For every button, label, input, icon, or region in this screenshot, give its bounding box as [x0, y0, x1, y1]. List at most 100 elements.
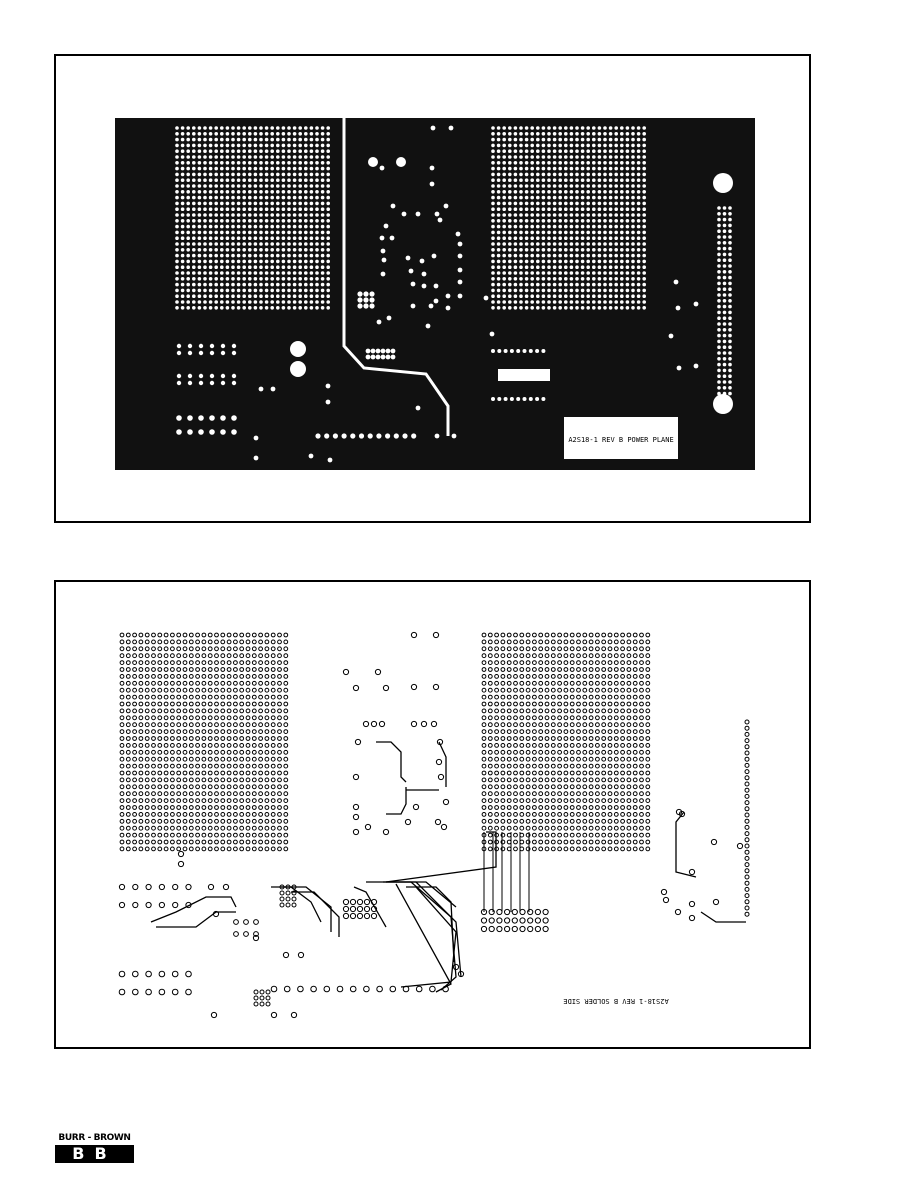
via-hole [592, 149, 596, 153]
via-hole [607, 798, 613, 804]
via-hole [236, 132, 241, 136]
via-hole [132, 708, 137, 714]
via-hole [625, 126, 630, 130]
pad-hole [369, 303, 375, 309]
via-hole [214, 770, 219, 776]
via-hole [192, 213, 196, 217]
via-hole [508, 184, 512, 188]
via-hole [214, 143, 218, 148]
via-hole [186, 184, 190, 188]
via-hole [564, 230, 568, 235]
via-hole [239, 749, 245, 755]
via-hole [532, 632, 537, 638]
via-hole [138, 777, 144, 783]
via-hole [192, 259, 196, 264]
misc-hole [410, 683, 418, 691]
via-hole [544, 708, 550, 714]
via-hole [203, 126, 207, 130]
via-hole [283, 660, 289, 665]
via-hole [276, 288, 280, 293]
via-hole [251, 653, 257, 659]
via-hole [239, 680, 245, 686]
via-hole [575, 265, 579, 269]
via-hole [645, 729, 651, 735]
via-hole [508, 265, 512, 269]
via-hole [544, 818, 550, 824]
via-hole [513, 143, 518, 148]
via-hole [519, 288, 523, 293]
via-hole [580, 306, 585, 310]
pad-hole [363, 297, 369, 303]
via-hole [326, 195, 331, 200]
via-hole [502, 277, 507, 281]
via-hole [513, 639, 518, 645]
via-hole [132, 722, 137, 728]
via-hole [239, 812, 245, 817]
misc-hole [389, 235, 395, 241]
via-hole [326, 236, 331, 240]
via-hole [182, 798, 188, 804]
via-hole [722, 299, 727, 303]
via-hole [744, 793, 750, 799]
via-hole [614, 277, 618, 281]
via-hole [626, 639, 632, 645]
via-hole [292, 300, 297, 304]
via-hole [717, 258, 721, 262]
via-hole [276, 224, 280, 229]
via-hole [642, 306, 646, 310]
via-hole [298, 259, 302, 264]
misc-hole [258, 386, 264, 392]
via-hole [639, 674, 644, 679]
via-hole [544, 729, 550, 735]
via-hole [283, 798, 289, 804]
via-hole [550, 798, 556, 804]
via-hole [175, 143, 179, 148]
via-hole [253, 253, 258, 258]
via-hole [496, 161, 501, 165]
via-hole [519, 818, 525, 824]
via-hole [586, 230, 590, 235]
via-hole [552, 195, 557, 200]
via-hole [530, 242, 534, 246]
via-hole [519, 660, 525, 665]
via-hole [620, 632, 625, 638]
via-hole [519, 825, 525, 831]
via-hole [613, 729, 619, 735]
via-hole [287, 155, 291, 159]
via-hole [239, 729, 245, 735]
via-hole [586, 161, 590, 165]
via-hole [163, 708, 169, 714]
via-hole [541, 213, 546, 217]
via-hole [309, 184, 314, 188]
via-hole [608, 172, 613, 177]
via-hole [203, 236, 207, 240]
via-hole [220, 143, 224, 148]
via-hole [220, 743, 226, 748]
misc-hole [421, 271, 427, 277]
via-hole [242, 236, 246, 240]
via-hole [259, 294, 263, 298]
via-hole [608, 282, 613, 287]
via-hole [125, 743, 131, 748]
pad-hole [220, 429, 226, 435]
via-hole [722, 362, 727, 367]
via-hole [138, 674, 144, 679]
via-hole [620, 812, 625, 817]
via-hole [214, 248, 218, 252]
via-hole [575, 143, 579, 148]
via-hole [582, 756, 588, 762]
via-hole [538, 749, 544, 755]
via-hole [481, 715, 487, 721]
via-hole [195, 653, 201, 659]
misc-hole [434, 211, 440, 217]
via-hole [639, 729, 644, 735]
via-hole [270, 213, 274, 217]
via-hole [519, 143, 523, 148]
via-hole [530, 288, 534, 293]
via-hole [525, 763, 531, 769]
via-hole [576, 687, 581, 693]
via-hole [601, 680, 607, 686]
via-hole [717, 345, 721, 350]
via-hole [580, 219, 585, 223]
via-hole [176, 791, 182, 797]
